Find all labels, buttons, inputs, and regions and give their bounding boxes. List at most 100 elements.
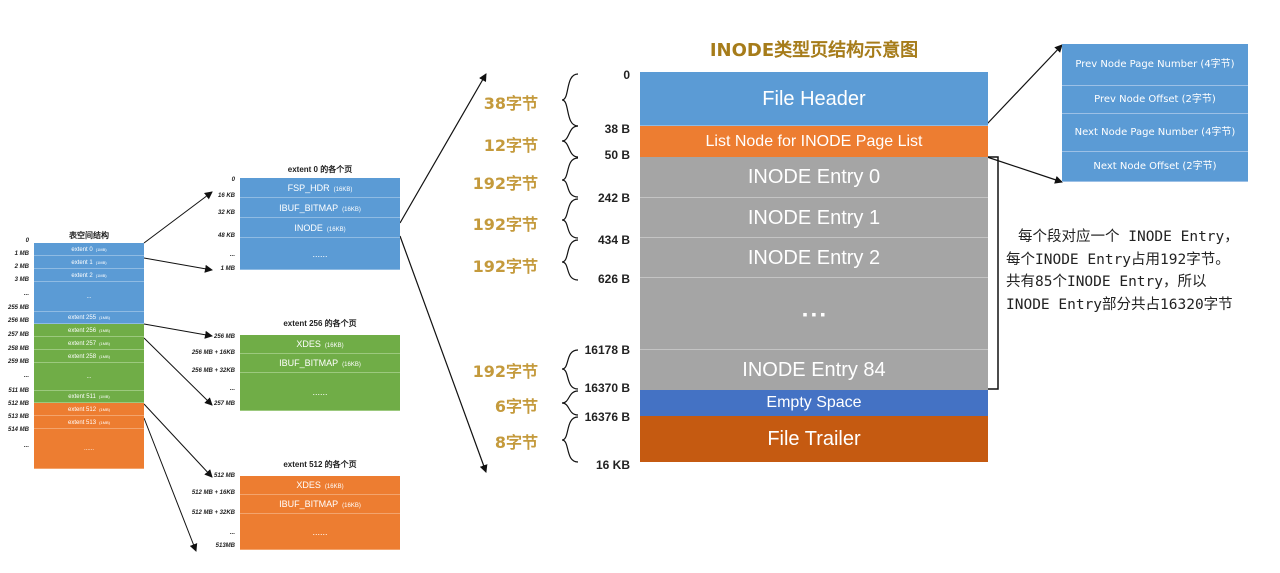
- size-label: 8字节: [494, 433, 538, 452]
- extent-name: extent 258: [68, 354, 97, 360]
- tablespace-extent-cell: extent 257(1MB): [34, 337, 144, 350]
- size-label: 38字节: [483, 94, 538, 113]
- extent-name: extent 1: [71, 260, 93, 266]
- entries-bracket: [988, 156, 999, 390]
- tablespace-extent-cell: extent 0(1MB): [34, 243, 144, 256]
- tablespace-offset-label: ...: [23, 373, 29, 379]
- extent-name: ...: [86, 374, 92, 380]
- extent-name: extent 512: [68, 407, 97, 413]
- offset-label: 0: [623, 68, 630, 82]
- empty-space-section: Empty Space: [640, 390, 988, 416]
- extent-name: ...: [86, 294, 92, 300]
- page-name: ......: [312, 249, 328, 259]
- extent0-offset-label: 48 KB: [217, 233, 235, 239]
- extent256-page-cell: XDES(16KB): [240, 335, 400, 354]
- page-size: (16KB): [342, 503, 361, 509]
- inode-entry-0: INODE Entry 0: [640, 157, 988, 198]
- next-node-page-number: Next Node Page Number (4字节): [1062, 114, 1248, 152]
- page-size: (16KB): [324, 343, 344, 349]
- extent0-offset-label: 16 KB: [217, 193, 235, 199]
- extent512-offset-label: 512 MB + 16KB: [191, 490, 235, 496]
- tablespace-offset-label: 511 MB: [8, 388, 29, 394]
- extent256-offset-label: 256 MB: [213, 334, 235, 340]
- size-label: 192字节: [472, 215, 538, 234]
- page-size: (16KB): [342, 207, 361, 213]
- extent0-page-cell: IBUF_BITMAP(16KB): [240, 198, 400, 218]
- offset-label: 38 B: [604, 122, 630, 136]
- note-line: 每个INODE Entry占用192字节。: [1006, 251, 1230, 268]
- tablespace-extent-cell: ...: [34, 363, 144, 391]
- tablespace-extent-cell: extent 512(1MB): [34, 403, 144, 416]
- extent512-offset-label: 512 MB: [213, 473, 235, 479]
- size-label: 192字节: [472, 174, 538, 193]
- tablespace-offset-label: 257 MB: [7, 332, 29, 338]
- offset-label: 50 B: [604, 148, 630, 162]
- extent-size-tag: (1MB): [99, 407, 110, 412]
- page-name: XDES: [296, 339, 321, 349]
- tablespace-offset-label: 0: [25, 238, 29, 244]
- tablespace-offset-label: 512 MB: [7, 401, 29, 407]
- tablespace-extent-cell: extent 513(1MB): [34, 416, 144, 429]
- extent0-page-cell: ......: [240, 238, 400, 270]
- extent512-title: extent 512 的各个页: [283, 460, 357, 469]
- extent512-page-cell: ......: [240, 514, 400, 550]
- extent0-offset-label: 0: [231, 177, 235, 183]
- page-name: FSP_HDR: [287, 183, 330, 193]
- extent256-page-cell: IBUF_BITMAP(16KB): [240, 354, 400, 373]
- page-size: (16KB): [324, 484, 344, 490]
- offset-label: 16370 B: [584, 381, 630, 395]
- inode-entry-1: INODE Entry 1: [640, 198, 988, 238]
- extent256-title: extent 256 的各个页: [283, 319, 357, 328]
- extent-size-tag: (1MB): [99, 315, 110, 320]
- page-name: IBUF_BITMAP: [279, 358, 339, 368]
- extent256-page-cell: ......: [240, 373, 400, 411]
- extent-name: extent 2: [71, 273, 93, 279]
- diagram-title: INODE类型页结构示意图: [709, 40, 919, 61]
- offset-label: 16 KB: [595, 458, 630, 472]
- extent-size-tag: (1MB): [99, 341, 110, 346]
- extent256-offset-label: 256 MB + 32KB: [191, 368, 235, 374]
- tablespace-offset-label: 256 MB: [7, 318, 29, 324]
- extent-size-tag: (1MB): [99, 354, 110, 359]
- extent-name: extent 511: [68, 394, 96, 400]
- offset-label: 434 B: [597, 233, 630, 247]
- page-size: (16KB): [326, 227, 346, 233]
- tablespace-offset-label: ...: [23, 443, 29, 449]
- page-name: IBUF_BITMAP: [279, 499, 339, 509]
- page-size: (16KB): [342, 362, 361, 368]
- extent-size-tag: (1MB): [99, 328, 110, 333]
- page-name: INODE: [294, 223, 323, 233]
- size-label: 192字节: [472, 362, 538, 381]
- extent-name: ......: [83, 446, 94, 452]
- tablespace-extent-cell: extent 256(1MB): [34, 324, 144, 337]
- tablespace-offset-label: 259 MB: [7, 359, 29, 365]
- extent512-page-cell: IBUF_BITMAP(16KB): [240, 495, 400, 514]
- note-line: 共有85个INODE Entry，所以: [1006, 274, 1207, 290]
- extent0-title: extent 0 的各个页: [287, 165, 353, 174]
- offset-label: 626 B: [597, 272, 630, 286]
- tablespace-extent-cell: ...: [34, 282, 144, 312]
- inode-entry-note: 每个段对应一个 INODE Entry， 每个INODE Entry占用192字…: [1006, 226, 1280, 316]
- extent0-offset-label: 32 KB: [217, 210, 235, 216]
- tablespace-extent-cell: ......: [34, 429, 144, 469]
- offset-label: 16376 B: [584, 410, 630, 424]
- size-label: 6字节: [494, 397, 538, 416]
- extent256-offset-label: 257 MB: [213, 401, 235, 407]
- tablespace-offset-label: 3 MB: [14, 277, 29, 283]
- tablespace-title: 表空间结构: [69, 231, 109, 240]
- extent-size-tag: (1MB): [95, 273, 107, 278]
- extent-name: extent 255: [68, 315, 97, 321]
- tablespace-extent-cell: extent 511(1MB): [34, 391, 144, 403]
- tablespace-offset-label: 258 MB: [7, 346, 29, 352]
- tablespace-extent-cell: extent 2(1MB): [34, 269, 144, 282]
- page-name: ......: [312, 387, 328, 397]
- tablespace-offset-label: 255 MB: [7, 305, 29, 311]
- next-node-offset: Next Node Offset (2字节): [1062, 152, 1248, 182]
- note-line: INODE Entry部分共占16320字节: [1006, 296, 1233, 313]
- inode-entries-ellipsis: ▪ ▪ ▪: [640, 278, 988, 350]
- page-name: ......: [312, 527, 328, 537]
- file-header-section: File Header: [640, 72, 988, 126]
- note-line: 每个段对应一个 INODE Entry，: [1018, 229, 1239, 245]
- extent0-offset-label: ...: [229, 252, 235, 258]
- tablespace-offset-label: 2 MB: [14, 264, 29, 270]
